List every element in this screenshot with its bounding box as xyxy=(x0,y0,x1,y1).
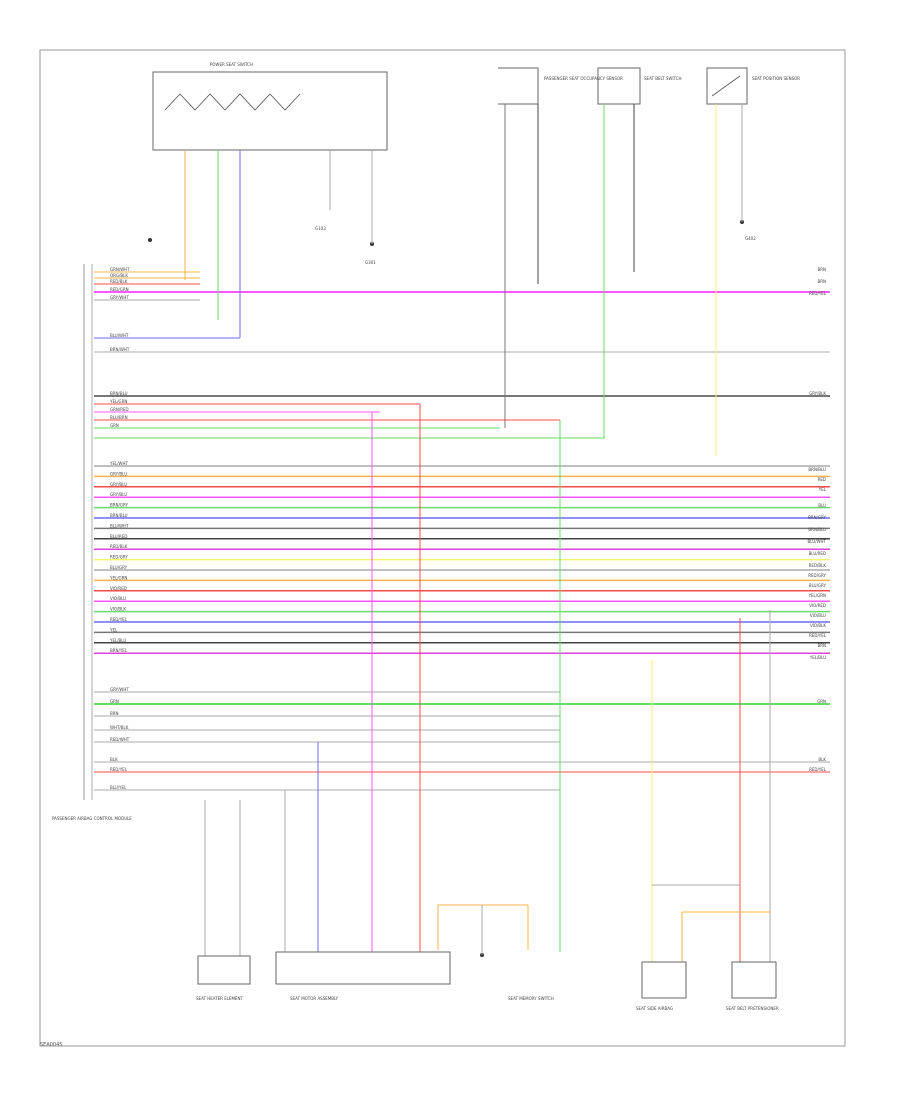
wire-label-c-16: YEL xyxy=(109,627,118,632)
wire-label-right-8: BRN/GRY xyxy=(808,515,826,520)
wire-label-right-23: BLK xyxy=(818,757,826,762)
wire-label-right-14: BLU/GRY xyxy=(809,583,827,588)
wire-label-right-7: BLU xyxy=(818,503,826,508)
wire-label-c-14: VIO/BLK xyxy=(110,607,126,612)
wire-label-right-4: BRN/BLU xyxy=(808,467,826,472)
wire-label-d-4: RED/WHT xyxy=(110,737,130,742)
wire-label-right-21: YEL/BLU xyxy=(809,655,826,660)
wire-label-right-5: RED xyxy=(818,477,826,482)
ground-dot-1 xyxy=(148,238,152,242)
wire-label-b-3: BLU/BRN xyxy=(110,415,128,420)
wire-label-right-12: RED/BLK xyxy=(809,563,827,568)
bottom-right-2: SEAT BELT PRETENSIONER xyxy=(726,961,779,1011)
wire-label-right-6: YEL xyxy=(818,487,827,492)
wire-label-right-22: GRN xyxy=(817,699,826,704)
bottom-module-center: SEAT MOTOR ASSEMBLY xyxy=(275,951,451,1001)
wire-label-c-3: GRY/BLU xyxy=(110,492,127,497)
wire-label-c-11: YEL/GRN xyxy=(109,575,127,580)
wire-label-right-15: YEL/GRN xyxy=(808,593,826,598)
top-sensor-3: SEAT POSITION SENSOR xyxy=(706,67,800,105)
bottom-right-2-label: SEAT BELT PRETENSIONER xyxy=(726,1006,779,1011)
wire-label-d-5: BLK xyxy=(110,757,118,762)
ground-label-3: G402 xyxy=(745,236,756,241)
document-id: SEA0045 xyxy=(40,1042,63,1048)
wire-label-c-15: RED/YEL xyxy=(110,617,128,622)
bottom-right-1: SEAT SIDE AIRBAG xyxy=(636,961,687,1011)
wire-label-right-10: BLU/WHT xyxy=(808,539,827,544)
wire-label-right-13: RED/GRY xyxy=(808,573,826,578)
top-sensor-2: SEAT BELT SWITCH xyxy=(597,67,682,105)
wire-label-b-0: BRN/BLU xyxy=(110,391,128,396)
top-switch: POWER SEAT SWITCH xyxy=(152,62,388,151)
bottom-switch-mid-label: SEAT MEMORY SWITCH xyxy=(508,996,554,1001)
wire-label-a-4: GRY/WHT xyxy=(110,295,129,300)
wire-label-right-9: BRN/BLU xyxy=(808,527,826,532)
wire-label-right-24: RED/YEL xyxy=(809,767,827,772)
wire-label-b-1: YEL/GRN xyxy=(109,399,127,404)
wire-label-c-9: RED/GRY xyxy=(110,555,128,560)
top-sensor-2-label: SEAT BELT SWITCH xyxy=(644,76,682,81)
main-module: PASSENGER AIRBAG CONTROL MODULE xyxy=(52,264,132,821)
wire-label-right-0: BRN xyxy=(817,267,826,272)
wire-label-right-11: BLU/RED xyxy=(809,551,826,556)
wire-label-b-4: GRN xyxy=(110,423,119,428)
bottom-motor-left: SEAT HEATER ELEMENT xyxy=(196,955,251,1001)
top-sensor-1-label: PASSENGER SEAT OCCUPANCY SENSOR xyxy=(544,76,623,81)
wire-label-d-7: BLU/YEL xyxy=(110,785,127,790)
wire-label-right-2: RED/YEL xyxy=(809,291,827,296)
diagram-frame xyxy=(39,49,846,1047)
wire-label-d-2: BRN xyxy=(110,711,119,716)
wire-label-c-4: BRN/GRY xyxy=(110,503,128,508)
wire-label-d-0: GRY/WHT xyxy=(110,687,129,692)
wire-label-c-0: YEL/WHT xyxy=(109,461,129,466)
ground-label-2: G301 xyxy=(365,260,376,265)
wire-label-c-17: YEL/BLU xyxy=(109,638,126,643)
wire-label-b-2: GRN/RED xyxy=(110,407,129,412)
wire-label-right-19: RED/YEL xyxy=(809,633,827,638)
wire-label-d-6: RED/YEL xyxy=(110,767,128,772)
wire-label-c-13: VIO/BLU xyxy=(110,596,126,601)
wire-layer: GRN/WHTORG/BLKRED/BLKRED/GRNGRY/WHTBLU/W… xyxy=(94,104,830,962)
wire-label-c-18: BRN/YEL xyxy=(110,648,128,653)
wire-label-c-6: BLU/WHT xyxy=(110,523,129,528)
bottom-module-center-label: SEAT MOTOR ASSEMBLY xyxy=(290,996,339,1001)
wire-label-a-5: BLU/WHT xyxy=(110,333,129,338)
bottom-motor-left-label: SEAT HEATER ELEMENT xyxy=(196,996,243,1001)
wire-label-right-18: VIO/BLK xyxy=(810,623,826,628)
wire-label-c-5: BRN/BLU xyxy=(110,513,128,518)
wire-label-a-2: RED/BLK xyxy=(110,279,128,284)
main-module-label: PASSENGER AIRBAG CONTROL MODULE xyxy=(52,816,132,821)
wire-label-d-1: GRN xyxy=(110,699,119,704)
bottom-switch-mid: SEAT MEMORY SWITCH xyxy=(508,996,554,1001)
wire-label-right-20: BRN xyxy=(817,643,826,648)
bottom-right-1-label: SEAT SIDE AIRBAG xyxy=(636,1006,673,1011)
top-switch-label: POWER SEAT SWITCH xyxy=(210,62,253,67)
wire-label-c-2: GRY/BLU xyxy=(110,482,127,487)
wire-label-right-1: BRN xyxy=(817,279,826,284)
top-sensor-3-label: SEAT POSITION SENSOR xyxy=(752,76,800,81)
wire-label-c-10: BLU/GRY xyxy=(110,565,128,570)
wire-label-a-6: BRN/WHT xyxy=(110,347,130,352)
wire-label-c-7: BLU/RED xyxy=(110,534,127,539)
wire-label-right-16: VIO/RED xyxy=(809,603,826,608)
wire-label-right-3: GRY/BLK xyxy=(809,391,826,396)
wire-label-right-17: VIO/BLU xyxy=(810,613,826,618)
wire-label-c-1: GRY/BLU xyxy=(110,471,127,476)
wire-label-d-3: WHT/BLK xyxy=(110,725,129,730)
wire-label-c-12: VIO/RED xyxy=(110,586,127,591)
wire-label-a-0: GRN/WHT xyxy=(110,267,130,272)
wire-label-a-1: ORG/BLK xyxy=(110,273,128,278)
top-sensor-1: PASSENGER SEAT OCCUPANCY SENSOR xyxy=(498,67,623,105)
wire-label-c-8: RED/BLK xyxy=(110,544,128,549)
wire-label-a-3: RED/GRN xyxy=(110,287,129,292)
ground-label-1: G103 xyxy=(315,226,326,231)
